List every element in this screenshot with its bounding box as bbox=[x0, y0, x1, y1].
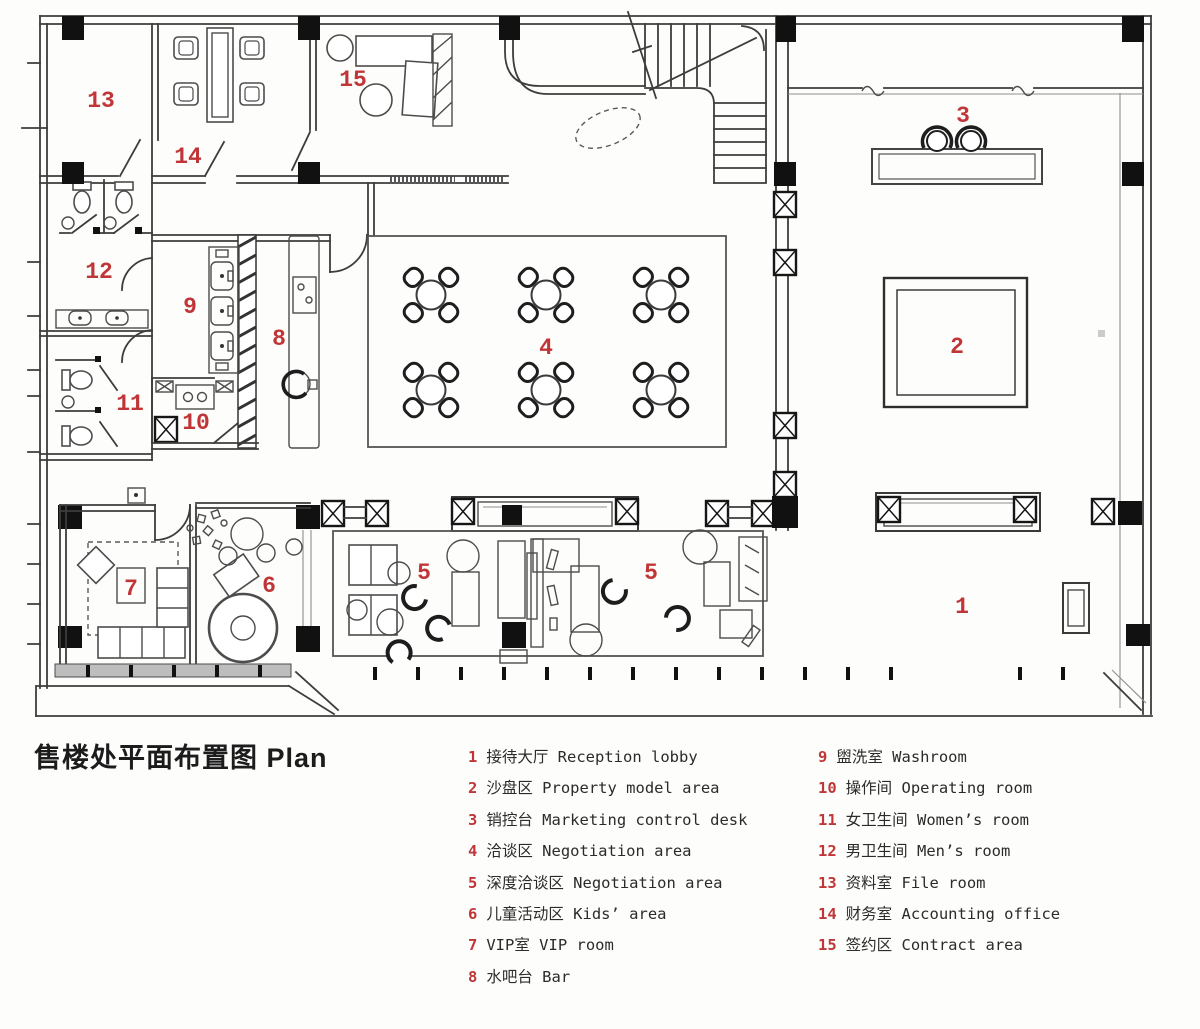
plan-label-7: 7 bbox=[124, 576, 138, 602]
kids-area bbox=[186, 502, 312, 664]
staircase bbox=[504, 10, 767, 184]
outer-walls bbox=[21, 15, 1153, 717]
columns bbox=[58, 16, 1150, 652]
plan-label-12: 12 bbox=[85, 259, 113, 285]
bottom-edge bbox=[35, 663, 1147, 717]
plan-label-2: 2 bbox=[950, 334, 964, 360]
plan-label-5: 5 bbox=[417, 560, 431, 586]
rooms-13-14-15 bbox=[39, 23, 509, 184]
reception-row bbox=[320, 492, 1116, 634]
washroom-and-operating-room bbox=[151, 182, 375, 450]
mid-wall-and-lobby-top bbox=[772, 15, 1144, 531]
plan-label-9: 9 bbox=[183, 294, 197, 320]
page-title: 售楼处平面布置图 Plan bbox=[34, 743, 328, 773]
negotiation-area bbox=[367, 235, 727, 448]
plan-label-13: 13 bbox=[87, 88, 115, 114]
plan-label-10: 10 bbox=[182, 410, 210, 436]
plan-label-5: 5 bbox=[644, 560, 658, 586]
plan-label-15: 15 bbox=[339, 67, 367, 93]
plan-label-1: 1 bbox=[955, 594, 969, 620]
toilets bbox=[39, 175, 153, 504]
plan-label-11: 11 bbox=[116, 391, 144, 417]
plan-label-8: 8 bbox=[272, 326, 286, 352]
plan-label-3: 3 bbox=[956, 103, 970, 129]
model-area-and-control-desk bbox=[871, 125, 1043, 409]
vip-room bbox=[59, 504, 197, 665]
plan-label-6: 6 bbox=[262, 573, 276, 599]
plan-label-4: 4 bbox=[539, 335, 553, 361]
plan-label-14: 14 bbox=[174, 144, 202, 170]
bar-counter bbox=[281, 235, 320, 449]
deep-negotiation-area bbox=[332, 529, 768, 665]
